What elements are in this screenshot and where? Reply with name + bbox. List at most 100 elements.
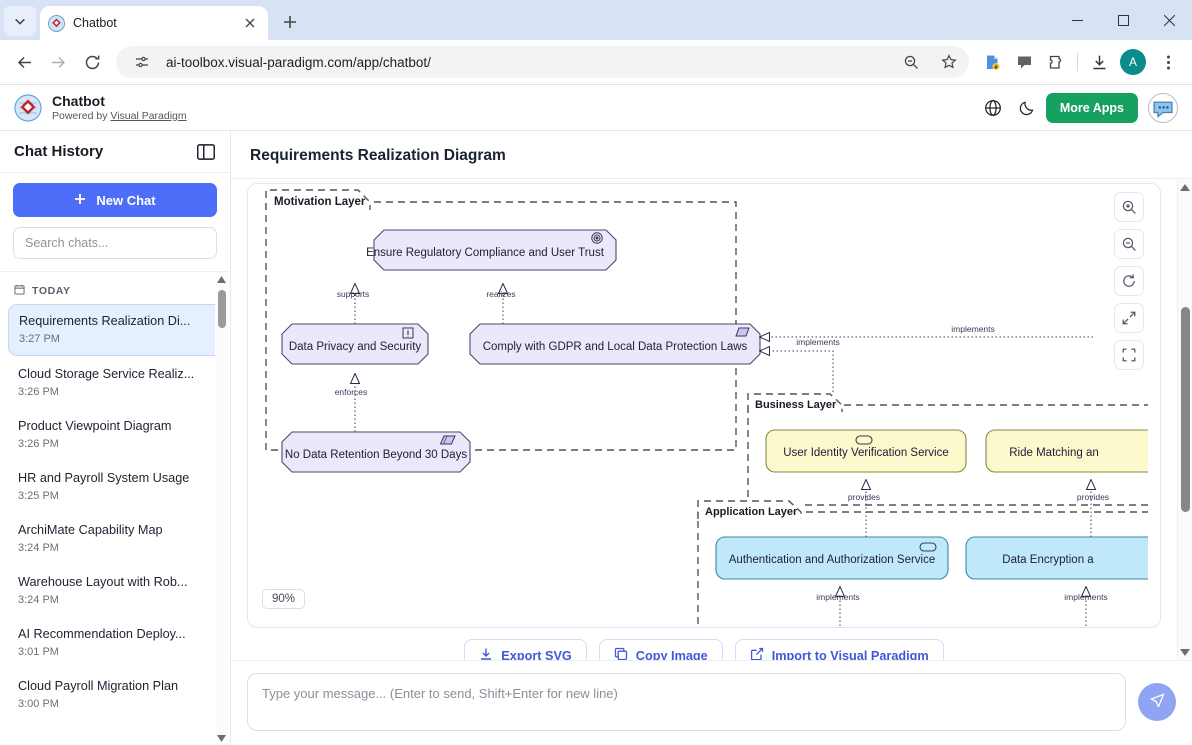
maximize-icon[interactable]: [1100, 0, 1146, 40]
send-paper-plane-icon: [1149, 692, 1166, 712]
reading-list-icon[interactable]: [977, 47, 1007, 77]
scroll-down-arrow-icon[interactable]: [217, 731, 226, 745]
reload-icon[interactable]: [76, 46, 108, 78]
tab-strip: Chatbot: [0, 0, 1192, 40]
site-settings-icon[interactable]: [128, 48, 156, 76]
globe-icon[interactable]: [978, 93, 1008, 123]
chat-list-item[interactable]: Product Viewpoint Diagram 3:26 PM: [8, 410, 222, 460]
new-chat-label: New Chat: [96, 192, 156, 208]
address-bar[interactable]: ai-toolbox.visual-paradigm.com/app/chatb…: [116, 46, 969, 78]
zoom-out-icon[interactable]: [1114, 229, 1144, 259]
chat-bubble-avatar-icon[interactable]: [1148, 92, 1178, 123]
chat-list: TODAY Requirements Realization Di... 3:2…: [0, 272, 230, 745]
export-svg-button[interactable]: Export SVG: [464, 639, 587, 660]
svg-text:Comply with GDPR and Local Dat: Comply with GDPR and Local Data Protecti…: [483, 341, 748, 353]
profile-avatar[interactable]: A: [1120, 49, 1146, 75]
sidebar-scroll-thumb[interactable]: [217, 290, 226, 328]
window-controls: [1054, 0, 1192, 40]
sidebar-scrollbar[interactable]: [215, 272, 228, 745]
comment-icon[interactable]: [1009, 47, 1039, 77]
sidebar-actions: New Chat: [0, 173, 230, 272]
svg-text:implements: implements: [796, 337, 839, 347]
diagram-canvas[interactable]: Motivation Layer Ensure Regulatory Compl…: [248, 184, 1160, 627]
svg-text:Business Layer: Business Layer: [755, 399, 837, 411]
chat-item-time: 3:26 PM: [18, 438, 59, 451]
diagram-card: Motivation Layer Ensure Regulatory Compl…: [247, 183, 1161, 628]
zoom-in-icon[interactable]: [1114, 192, 1144, 222]
search-input[interactable]: [13, 227, 217, 259]
export-svg-label: Export SVG: [501, 648, 572, 661]
chat-item-time: 3:26 PM: [18, 386, 59, 399]
download-icon: [479, 647, 493, 660]
import-label: Import to Visual Paradigm: [771, 648, 929, 661]
chat-item-title: HR and Payroll System Usage: [18, 470, 190, 485]
page-scrollbar[interactable]: [1177, 179, 1192, 660]
app-title: Chatbot: [52, 93, 105, 110]
app-header: Chatbot Powered by Visual Paradigm More …: [0, 85, 1192, 131]
svg-text:implements: implements: [1064, 592, 1107, 602]
chat-list-item[interactable]: Cloud Storage Service Realiz... 3:26 PM: [8, 358, 222, 408]
chat-item-time: 3:24 PM: [18, 542, 59, 555]
extensions-icon[interactable]: [1041, 47, 1071, 77]
window-close-icon[interactable]: [1146, 0, 1192, 40]
chatbot-app: Chatbot Powered by Visual Paradigm More …: [0, 85, 1192, 745]
new-chat-button[interactable]: New Chat: [13, 183, 217, 217]
send-button[interactable]: [1138, 683, 1176, 721]
svg-text:Ride Matching an: Ride Matching an: [1009, 447, 1099, 459]
svg-text:supports: supports: [337, 289, 370, 299]
chat-list-item[interactable]: Warehouse Layout with Rob... 3:24 PM: [8, 566, 222, 616]
svg-text:Application Layer: Application Layer: [705, 506, 798, 518]
forward-arrow-icon[interactable]: [42, 46, 74, 78]
scroll-up-arrow-icon[interactable]: [217, 272, 226, 286]
tab-search-chevron-icon[interactable]: [4, 6, 36, 36]
reset-zoom-icon[interactable]: [1114, 266, 1144, 296]
chat-item-title: Cloud Payroll Migration Plan: [18, 678, 179, 693]
plus-icon[interactable]: [276, 8, 304, 36]
app-subtitle: Powered by Visual Paradigm: [52, 110, 187, 122]
back-arrow-icon[interactable]: [8, 46, 40, 78]
chat-item-title: Requirements Realization Di...: [19, 314, 191, 328]
moon-icon[interactable]: [1012, 93, 1042, 123]
svg-text:Authentication and Authorizati: Authentication and Authorization Service: [729, 554, 936, 566]
plus-icon: [74, 193, 86, 208]
kebab-menu-icon[interactable]: [1152, 46, 1184, 78]
expand-icon[interactable]: [1114, 303, 1144, 333]
main-panel: Requirements Realization Diagram: [231, 131, 1192, 745]
fit-screen-icon[interactable]: [1114, 340, 1144, 370]
star-icon[interactable]: [935, 48, 963, 76]
chat-item-title: ArchiMate Capability Map: [18, 522, 163, 537]
diagram-toolbar: [1114, 192, 1144, 370]
browser-tab[interactable]: Chatbot: [40, 6, 268, 40]
chat-list-item[interactable]: Cloud Payroll Migration Plan 3:00 PM: [8, 670, 222, 720]
app-body: Chat History New Chat: [0, 131, 1192, 745]
message-area: Motivation Layer Ensure Regulatory Compl…: [231, 179, 1177, 660]
copy-image-button[interactable]: Copy Image: [598, 639, 723, 660]
visual-paradigm-link[interactable]: Visual Paradigm: [110, 109, 187, 122]
chat-list-item[interactable]: HR and Payroll System Usage 3:25 PM: [8, 462, 222, 512]
chat-list-item[interactable]: ArchiMate Capability Map 3:24 PM: [8, 514, 222, 564]
zoom-out-page-icon[interactable]: [897, 48, 925, 76]
panel-collapse-icon[interactable]: [196, 142, 216, 162]
visual-paradigm-favicon: [48, 14, 65, 32]
message-input[interactable]: [247, 673, 1126, 731]
svg-text:Data Encryption a: Data Encryption a: [1002, 554, 1094, 566]
page-scroll-down-arrow-icon[interactable]: [1180, 644, 1190, 660]
download-icon[interactable]: [1084, 47, 1114, 77]
chat-list-item[interactable]: AI Recommendation Deploy... 3:01 PM: [8, 618, 222, 668]
svg-text:User Identity Verification Ser: User Identity Verification Service: [783, 447, 949, 459]
toolbar-divider: [1077, 53, 1078, 71]
page-scroll-thumb[interactable]: [1181, 307, 1190, 512]
page-scroll-up-arrow-icon[interactable]: [1180, 179, 1190, 195]
visual-paradigm-logo: [14, 93, 42, 122]
minimize-icon[interactable]: [1054, 0, 1100, 40]
svg-text:provides: provides: [848, 492, 880, 502]
message-composer: [231, 660, 1192, 745]
close-icon[interactable]: [240, 13, 260, 33]
svg-text:Motivation Layer: Motivation Layer: [274, 196, 366, 208]
chat-list-item[interactable]: Requirements Realization Di... 3:27 PM: [8, 304, 222, 356]
powered-by-text: Powered by: [52, 109, 111, 122]
import-to-visual-paradigm-button[interactable]: Import to Visual Paradigm: [734, 639, 944, 661]
chat-item-title: AI Recommendation Deploy...: [18, 626, 186, 641]
more-apps-button[interactable]: More Apps: [1045, 92, 1138, 123]
